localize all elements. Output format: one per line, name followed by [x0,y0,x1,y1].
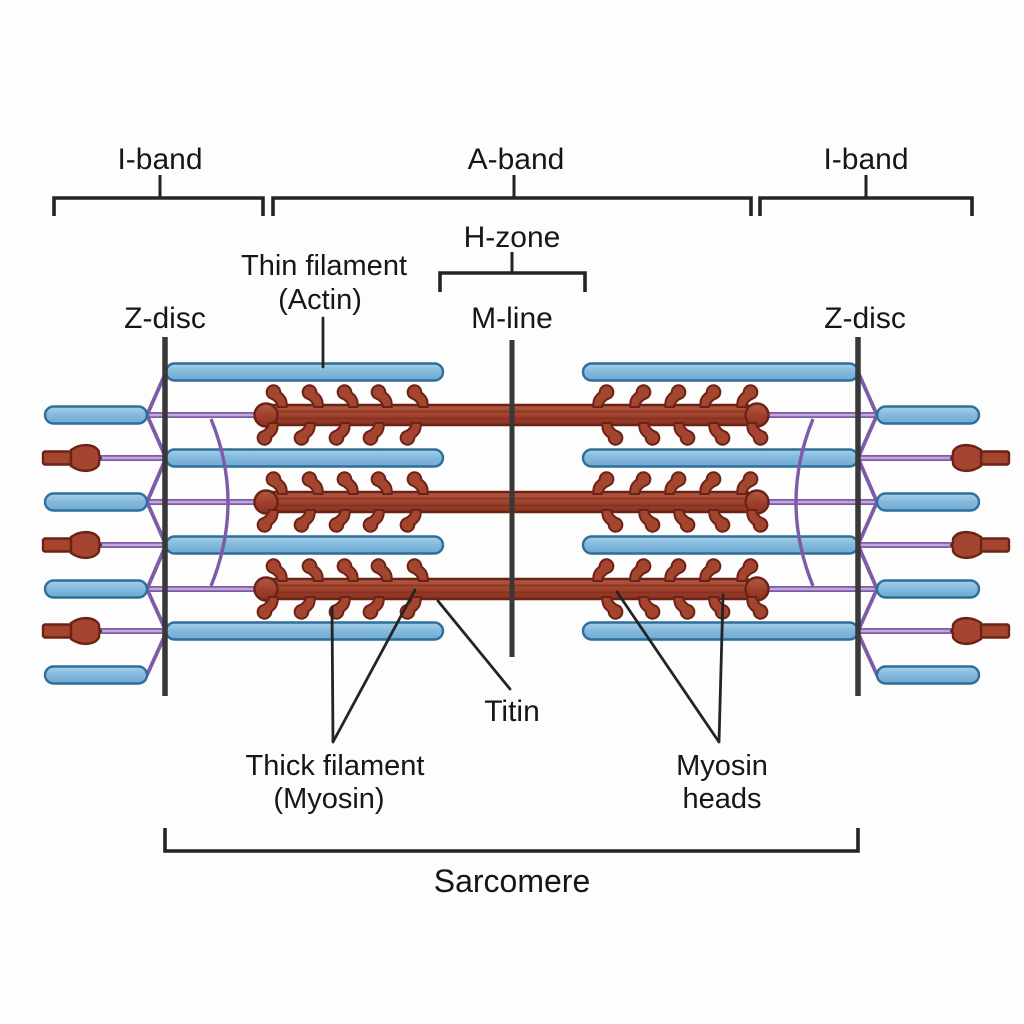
i-band-right-bracket [758,196,974,216]
z-disc-right-label: Z-disc [824,302,906,335]
thick-filament-leaders [330,588,417,744]
thick-filament-label-line1: Thick filament [246,750,425,782]
titin-label: Titin [484,695,540,728]
thin-filament-label-line1: Thin filament [241,250,407,282]
h-zone-label: H-zone [464,221,561,254]
i-band-left-label: I-band [117,143,202,176]
band-brackets [52,175,974,853]
titin-strands [100,370,952,677]
m-line-label: M-line [471,302,553,335]
myosin-heads-label-line2: heads [682,783,761,815]
i-band-right-label: I-band [823,143,908,176]
a-band-bracket [271,196,753,216]
leader-lines [321,316,725,744]
z-disc-left-label: Z-disc [124,302,206,335]
sarcomere-label: Sarcomere [434,863,591,899]
thin-filaments [43,362,981,685]
h-zone-bracket [438,271,587,292]
myosin-heads-leaders [615,590,725,744]
a-band-label: A-band [468,143,565,176]
myosin-heads-label-line1: Myosin [676,750,768,782]
titin-arcs [209,418,815,587]
titin-blob-lines [100,455,952,634]
titin-diagonals [145,370,879,677]
sarcomere-bracket [163,828,860,853]
thin-filament-label-line2: (Actin) [278,284,362,316]
thick-filament-label-line2: (Myosin) [273,783,384,815]
titin-leader [436,599,512,691]
i-band-left-bracket [52,196,265,216]
